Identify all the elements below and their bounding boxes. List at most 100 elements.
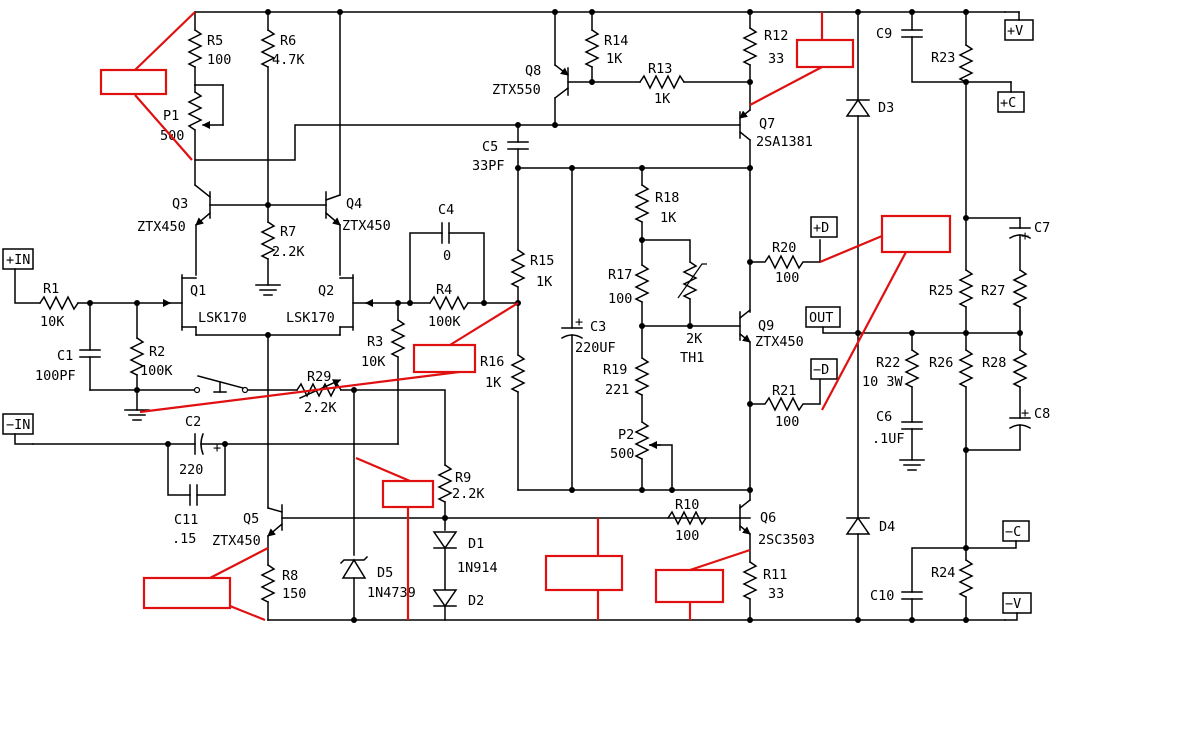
c10-ref: C10 — [870, 588, 894, 604]
transistor-q3: Q3 ZTX450 — [137, 183, 212, 276]
r8-ref: R8 — [282, 568, 298, 584]
resistor-r21: R21 100 — [749, 379, 821, 430]
resistor-r25: R25 — [929, 268, 974, 334]
terminal-c-plus[interactable]: +C — [997, 91, 1025, 113]
c11-ref: C11 — [174, 512, 198, 528]
r17-value: 100 — [608, 291, 632, 307]
q5-type: ZTX450 — [212, 533, 261, 549]
r11-ref: R11 — [763, 567, 787, 583]
r17-ref: R17 — [608, 267, 632, 283]
r15-value: 1K — [536, 274, 553, 290]
r13-ref: R13 — [648, 61, 672, 77]
annotation-box-2[interactable] — [795, 38, 855, 69]
q1-type: LSK170 — [198, 310, 247, 326]
c8-ref: C8 — [1034, 406, 1050, 422]
resistor-r26: R26 — [929, 332, 974, 561]
terminal-d-plus[interactable]: +D — [810, 216, 838, 238]
out-label: OUT — [809, 310, 833, 326]
q6-ref: Q6 — [760, 510, 776, 526]
terminal-out[interactable]: OUT — [805, 306, 841, 328]
c-minus-label: −C — [1005, 524, 1021, 540]
c5-value: 33PF — [472, 158, 505, 174]
r19-ref: R19 — [603, 362, 627, 378]
c4-ref: C4 — [438, 202, 454, 218]
annotation-box-3[interactable] — [880, 214, 952, 254]
terminal-v-plus[interactable]: +V — [1004, 19, 1034, 41]
r18-value: 1K — [660, 210, 677, 226]
svg-text:+: + — [1021, 228, 1029, 244]
q8-type: ZTX550 — [492, 82, 541, 98]
terminal-in-plus[interactable]: +IN — [2, 248, 34, 270]
r10-value: 100 — [675, 528, 699, 544]
diode-d1: D1 1N914 — [432, 531, 498, 591]
r5-value: 100 — [207, 52, 231, 68]
c3-ref: C3 — [590, 319, 606, 335]
svg-text:+: + — [575, 314, 583, 330]
resistor-r8: R8 150 — [260, 535, 306, 621]
terminal-c-minus[interactable]: −C — [1002, 520, 1030, 542]
resistor-r9: R9 2.2K — [437, 463, 485, 531]
q5-ref: Q5 — [243, 511, 259, 527]
annotation-box-4[interactable] — [412, 343, 477, 374]
terminal-in-minus[interactable]: −IN — [2, 413, 34, 435]
r24-ref: R24 — [931, 565, 955, 581]
c-plus-label: +C — [1000, 95, 1016, 111]
c1-value: 100PF — [35, 368, 76, 384]
r13-value: 1K — [654, 91, 671, 107]
capacitor-c10: C10 — [870, 547, 967, 621]
c5-ref: C5 — [482, 139, 498, 155]
r6-ref: R6 — [280, 33, 296, 49]
r29-value: 2.2K — [304, 400, 337, 416]
transistor-q4: Q4 ZTX450 — [324, 191, 391, 276]
r3-value: 10K — [361, 354, 386, 370]
annotation-box-6[interactable] — [544, 554, 624, 592]
capacitor-c3: + C3 220UF — [560, 167, 616, 491]
r18-ref: R18 — [655, 190, 679, 206]
c1-ref: C1 — [57, 348, 73, 364]
capacitor-c6: C6 .1UF — [872, 409, 925, 471]
transistor-q5: Q5 ZTX450 — [212, 504, 284, 549]
d5-ref: D5 — [377, 565, 393, 581]
r23-ref: R23 — [931, 50, 955, 66]
c6-value: .1UF — [872, 431, 905, 447]
zener-d5: D5 1N4739 — [339, 555, 416, 621]
resistor-r15: R15 1K — [510, 167, 554, 356]
capacitor-c5: C5 33PF — [472, 124, 529, 174]
annotation-box-1[interactable] — [99, 68, 168, 96]
r7-value: 2.2K — [272, 244, 305, 260]
in-minus-label: −IN — [6, 417, 30, 433]
r16-ref: R16 — [480, 354, 504, 370]
r1-ref: R1 — [43, 281, 59, 297]
r15-ref: R15 — [530, 253, 554, 269]
capacitor-c1: C1 100PF — [35, 302, 101, 391]
resistor-r10: R10 100 — [666, 497, 708, 544]
transistor-q6: Q6 2SC3503 — [738, 489, 815, 563]
r9-ref: R9 — [455, 470, 471, 486]
annotation-box-8[interactable] — [142, 576, 232, 610]
resistor-r5: R5 100 — [187, 11, 231, 86]
q7-type: 2SA1381 — [756, 134, 813, 150]
annotation-box-5[interactable] — [381, 479, 435, 509]
terminal-v-minus[interactable]: −V — [1002, 592, 1032, 614]
c7-ref: C7 — [1034, 220, 1050, 236]
transistor-q8: Q8 ZTX550 — [492, 11, 570, 126]
r4-value: 100K — [428, 314, 461, 330]
q7-ref: Q7 — [759, 116, 775, 132]
svg-text:+: + — [1021, 405, 1029, 421]
r22-value: 10 3W — [862, 374, 904, 390]
q3-ref: Q3 — [172, 196, 188, 212]
r1-value: 10K — [40, 314, 65, 330]
r12-ref: R12 — [764, 28, 788, 44]
terminal-d-minus[interactable]: −D — [810, 358, 838, 380]
q3-type: ZTX450 — [137, 219, 186, 235]
q2-ref: Q2 — [318, 283, 334, 299]
annotation-box-7[interactable] — [654, 568, 725, 604]
transistor-q7: Q7 2SA1381 — [738, 108, 813, 169]
d-plus-label: +D — [813, 220, 829, 236]
q2-type: LSK170 — [286, 310, 335, 326]
d5-type: 1N4739 — [367, 585, 416, 601]
d1-ref: D1 — [468, 536, 484, 552]
r20-ref: R20 — [772, 240, 796, 256]
c6-ref: C6 — [876, 409, 892, 425]
resistor-r1: R1 10K — [38, 281, 80, 330]
